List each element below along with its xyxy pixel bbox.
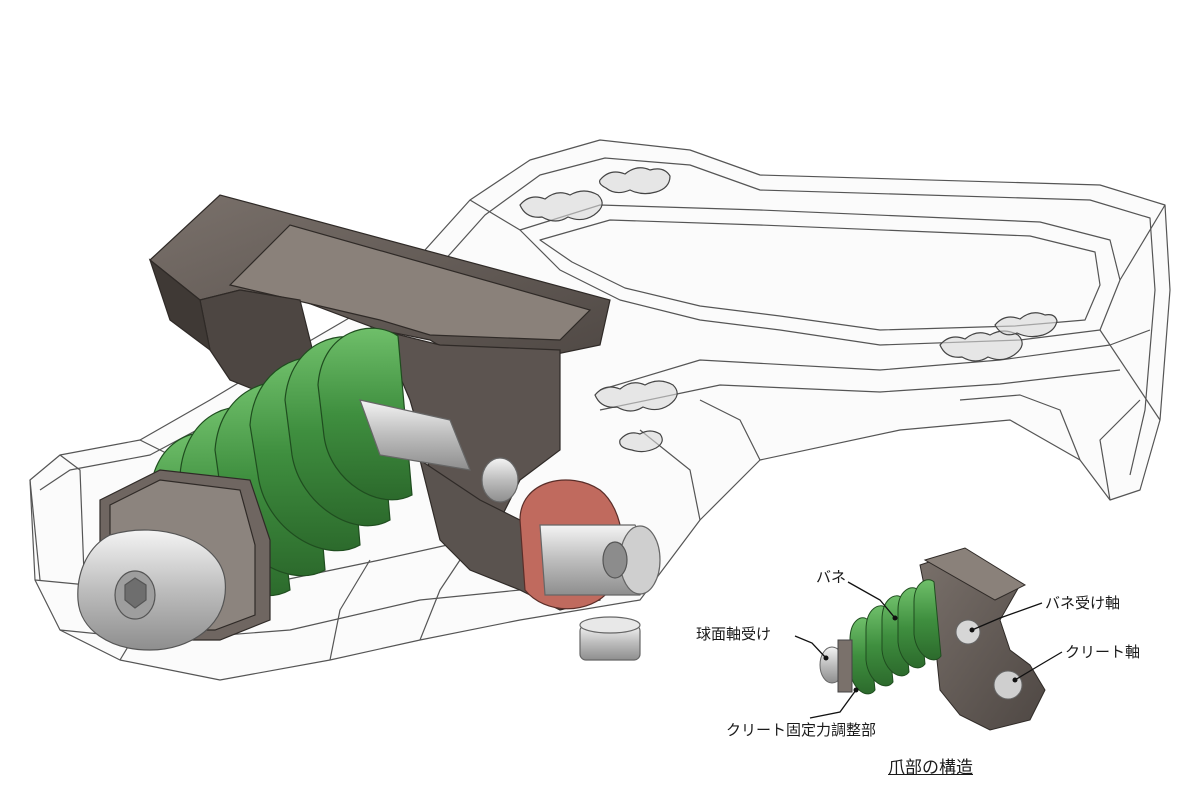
detail-bearing: [819, 639, 853, 693]
label-spring: バネ: [816, 568, 847, 586]
leader-dots: [823, 615, 1018, 693]
bottom-bolt: [579, 616, 641, 661]
leader-cleat-shaft: [1014, 651, 1063, 681]
leader-adjuster: [809, 689, 857, 719]
leader-spherical-bearing: [794, 635, 827, 659]
leader-spring-seat-shaft: [971, 602, 1043, 631]
label-cleat-shaft: クリート軸: [1065, 643, 1141, 661]
label-cleat-retention-adjuster: クリート固定力調整部: [726, 721, 877, 739]
detail-claw-assembly: [919, 547, 1046, 731]
label-spherical-bearing: 球面軸受け: [696, 625, 772, 643]
cleat-shaft: [519, 479, 661, 610]
spring-shaft: [359, 399, 519, 503]
detail-spring: [849, 579, 942, 695]
leader-spring: [847, 581, 896, 619]
adjuster-bolt: [77, 529, 226, 651]
leader-lines: [794, 581, 1063, 719]
cleat-bolt-holes: [519, 167, 1058, 453]
detail-caption: 爪部の構造: [888, 758, 973, 778]
label-spring-seat-shaft: バネ受け軸: [1045, 594, 1121, 612]
claw-main: [148, 194, 611, 611]
